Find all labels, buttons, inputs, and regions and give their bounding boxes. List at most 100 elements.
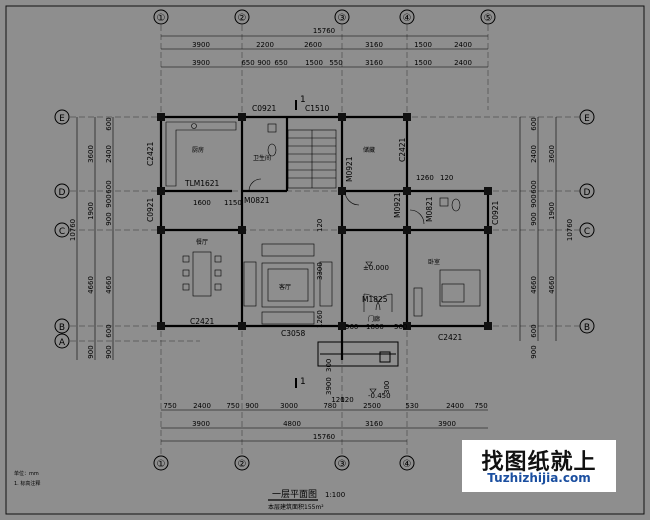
- dim-interior: 560: [394, 323, 407, 331]
- structural-columns: [157, 113, 492, 330]
- watermark-logo: 找图纸就上 Tuzhizhijia.com: [462, 440, 616, 492]
- axis-label: ②: [238, 459, 247, 470]
- dim-bottom: 120: [331, 396, 344, 404]
- dim-bottom: 2400: [193, 402, 211, 410]
- dim-right: 4660: [530, 276, 538, 294]
- dim-interior: 3900: [325, 377, 333, 395]
- door-swings: [248, 178, 425, 312]
- dim-bottom: 750: [474, 402, 487, 410]
- living-sofa: [243, 243, 333, 325]
- dim-interior: 560: [345, 323, 358, 331]
- room-label: 餐厅: [196, 238, 208, 246]
- row-label: C: [584, 227, 590, 237]
- window-tag: C2421: [398, 137, 407, 162]
- dim-top: 3160: [365, 59, 383, 67]
- axis-label: ④: [403, 459, 412, 470]
- axis-bubbles-rows: E D C B A E D C B: [54, 109, 595, 349]
- axis-bubbles-top: ① ② ③ ④ ⑤: [153, 9, 496, 25]
- dim-right: 2400: [530, 145, 538, 163]
- dim-left: 1900: [87, 202, 95, 220]
- dim-top: 550: [329, 59, 342, 67]
- door-tag: M0921: [393, 192, 402, 218]
- dim-top: 2400: [454, 59, 472, 67]
- dim-top: 1500: [305, 59, 323, 67]
- window-tag: C3058: [281, 329, 306, 338]
- dim-right: 4660: [548, 276, 556, 294]
- dim-left: 4660: [87, 276, 95, 294]
- dim-right: 900: [530, 212, 538, 225]
- legend-line: 1. 标高注释: [14, 480, 40, 487]
- section-label: 1: [300, 95, 306, 105]
- dining-set: [182, 251, 222, 297]
- dim-left: 900: [105, 194, 113, 207]
- dim-top: 900: [257, 59, 270, 67]
- axis-label: ④: [403, 13, 412, 24]
- door-tag: M0821: [425, 196, 434, 222]
- dim-bottom: 750: [163, 402, 176, 410]
- axis-label: ①: [157, 13, 166, 24]
- dim-interior: 3300: [316, 262, 324, 280]
- door-tag: TLM1621: [184, 179, 220, 188]
- dim-top: 3900: [192, 41, 210, 49]
- staircase: [287, 129, 337, 189]
- drawing-title: 一层平面图: [272, 489, 317, 500]
- top-dimension-lines: [161, 35, 488, 68]
- axis-label: ②: [238, 13, 247, 24]
- door-tag: M0921: [345, 156, 354, 182]
- dim-top: 650: [241, 59, 254, 67]
- dim-right: 1900: [548, 202, 556, 220]
- dim-right: 600: [530, 180, 538, 193]
- axis-label: ③: [338, 13, 347, 24]
- dim-top: 650: [274, 59, 287, 67]
- window-tag: C0921: [491, 200, 500, 225]
- dim-bottom: 530: [405, 402, 418, 410]
- door-tag: M1825: [362, 295, 388, 304]
- dim-interior: 1800: [366, 323, 384, 331]
- dim-right: 600: [530, 117, 538, 130]
- dim-left: 900: [105, 345, 113, 358]
- dim-right: 600: [530, 324, 538, 337]
- dim-right: 3600: [548, 145, 556, 163]
- row-label: D: [59, 188, 66, 198]
- dim-left: 900: [105, 212, 113, 225]
- watermark-text: 找图纸就上: [481, 450, 597, 475]
- axis-label: ①: [157, 459, 166, 470]
- title-block: 一层平面图 1:100 本层建筑面积155m² 单位：mm 1. 标高注释: [14, 470, 345, 511]
- section-label: 1: [300, 377, 306, 387]
- dim-interior: 1600: [193, 199, 211, 207]
- top-dimensions: 15760 3900 2200 2600 3160 1500 2400 3900…: [192, 27, 472, 67]
- window-tag: C1510: [305, 104, 330, 113]
- dim-top: 2600: [304, 41, 322, 49]
- left-dimension-lines: [76, 117, 557, 360]
- door-tag: M0821: [244, 196, 270, 205]
- row-label: E: [59, 114, 65, 124]
- window-tag: C2421: [146, 141, 155, 166]
- area-note: 本层建筑面积155m²: [268, 503, 324, 511]
- dim-top-total: 15760: [313, 27, 335, 35]
- bottom-dimension-lines: [161, 409, 488, 442]
- room-labels: 厨房 卫生间 储藏 客厅 餐厅 卧室 门廊: [192, 146, 440, 323]
- room-label: 客厅: [279, 283, 291, 291]
- row-label: B: [584, 323, 590, 333]
- dim-bottom: 780: [323, 402, 336, 410]
- walls: [159, 115, 490, 360]
- legend-line: 单位：mm: [14, 470, 39, 477]
- dim-interior: 120: [316, 219, 324, 232]
- interior-dimensions: 1600 1150 1260 120 3300 120 1800 560 126…: [193, 174, 453, 400]
- dim-left: 600: [105, 324, 113, 337]
- dim-top: 3160: [365, 41, 383, 49]
- row-label: C: [59, 227, 65, 237]
- opening-tags: C0921 C1510 C2421 C2421 C3058 C0921 C092…: [146, 104, 500, 342]
- dim-right: 900: [530, 194, 538, 207]
- dim-bottom: 900: [245, 402, 258, 410]
- dim-left-total: 10760: [69, 219, 77, 241]
- dim-left: 900: [87, 345, 95, 358]
- dim-bottom-total: 15760: [313, 433, 335, 441]
- dim-bottom: 750: [226, 402, 239, 410]
- row-label: D: [584, 188, 591, 198]
- porch: [317, 341, 399, 367]
- dim-interior: 300: [325, 359, 333, 372]
- dim-left: 600: [105, 117, 113, 130]
